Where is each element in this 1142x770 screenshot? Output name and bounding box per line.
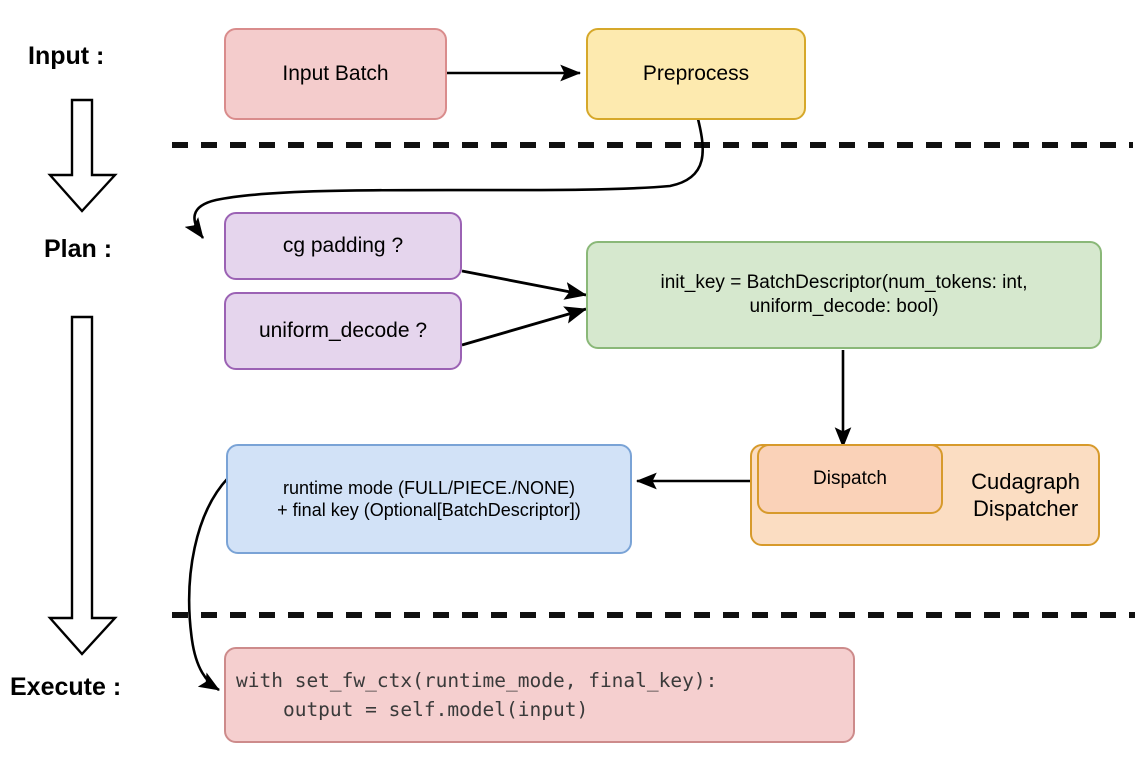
edge-cg-padding-to-init-key: [461, 269, 588, 300]
stage-label-execute: Execute :: [10, 673, 122, 701]
node-execute-code-label: with set_fw_ctx(runtime_mode, final_key)…: [236, 668, 718, 721]
node-runtime-mode[interactable]: runtime mode (FULL/PIECE./NONE) + final …: [226, 444, 632, 554]
node-input-batch[interactable]: Input Batch: [224, 28, 447, 120]
edge-runtime-mode-to-execute-code: [187, 477, 229, 692]
node-dispatch[interactable]: Dispatch: [757, 444, 943, 514]
input-to-plan-flow-arrow: [47, 98, 118, 213]
node-dispatch-label: Dispatch: [813, 468, 887, 490]
node-init-key-label: init_key = BatchDescriptor(num_tokens: i…: [660, 272, 1028, 317]
node-cg-padding[interactable]: cg padding ?: [224, 212, 462, 280]
node-uniform-decode-label: uniform_decode ?: [258, 318, 428, 342]
node-uniform-decode[interactable]: uniform_decode ?: [224, 292, 462, 370]
stage-label-input: Input :: [28, 42, 105, 70]
stage-label-plan: Plan :: [44, 235, 113, 263]
node-cudagraph-dispatcher-label: Cudagraph Dispatcher: [971, 468, 1080, 522]
node-preprocess-label: Preprocess: [642, 61, 750, 85]
plan-to-execute-flow-arrow: [47, 315, 118, 656]
node-runtime-mode-label: runtime mode (FULL/PIECE./NONE) + final …: [277, 477, 581, 521]
node-init-key[interactable]: init_key = BatchDescriptor(num_tokens: i…: [586, 241, 1102, 349]
node-input-batch-label: Input Batch: [282, 61, 389, 85]
edge-uniform-decode-to-init-key: [461, 306, 588, 347]
node-execute-code[interactable]: with set_fw_ctx(runtime_mode, final_key)…: [224, 647, 855, 743]
node-preprocess[interactable]: Preprocess: [586, 28, 806, 120]
node-cg-padding-label: cg padding ?: [282, 233, 404, 257]
